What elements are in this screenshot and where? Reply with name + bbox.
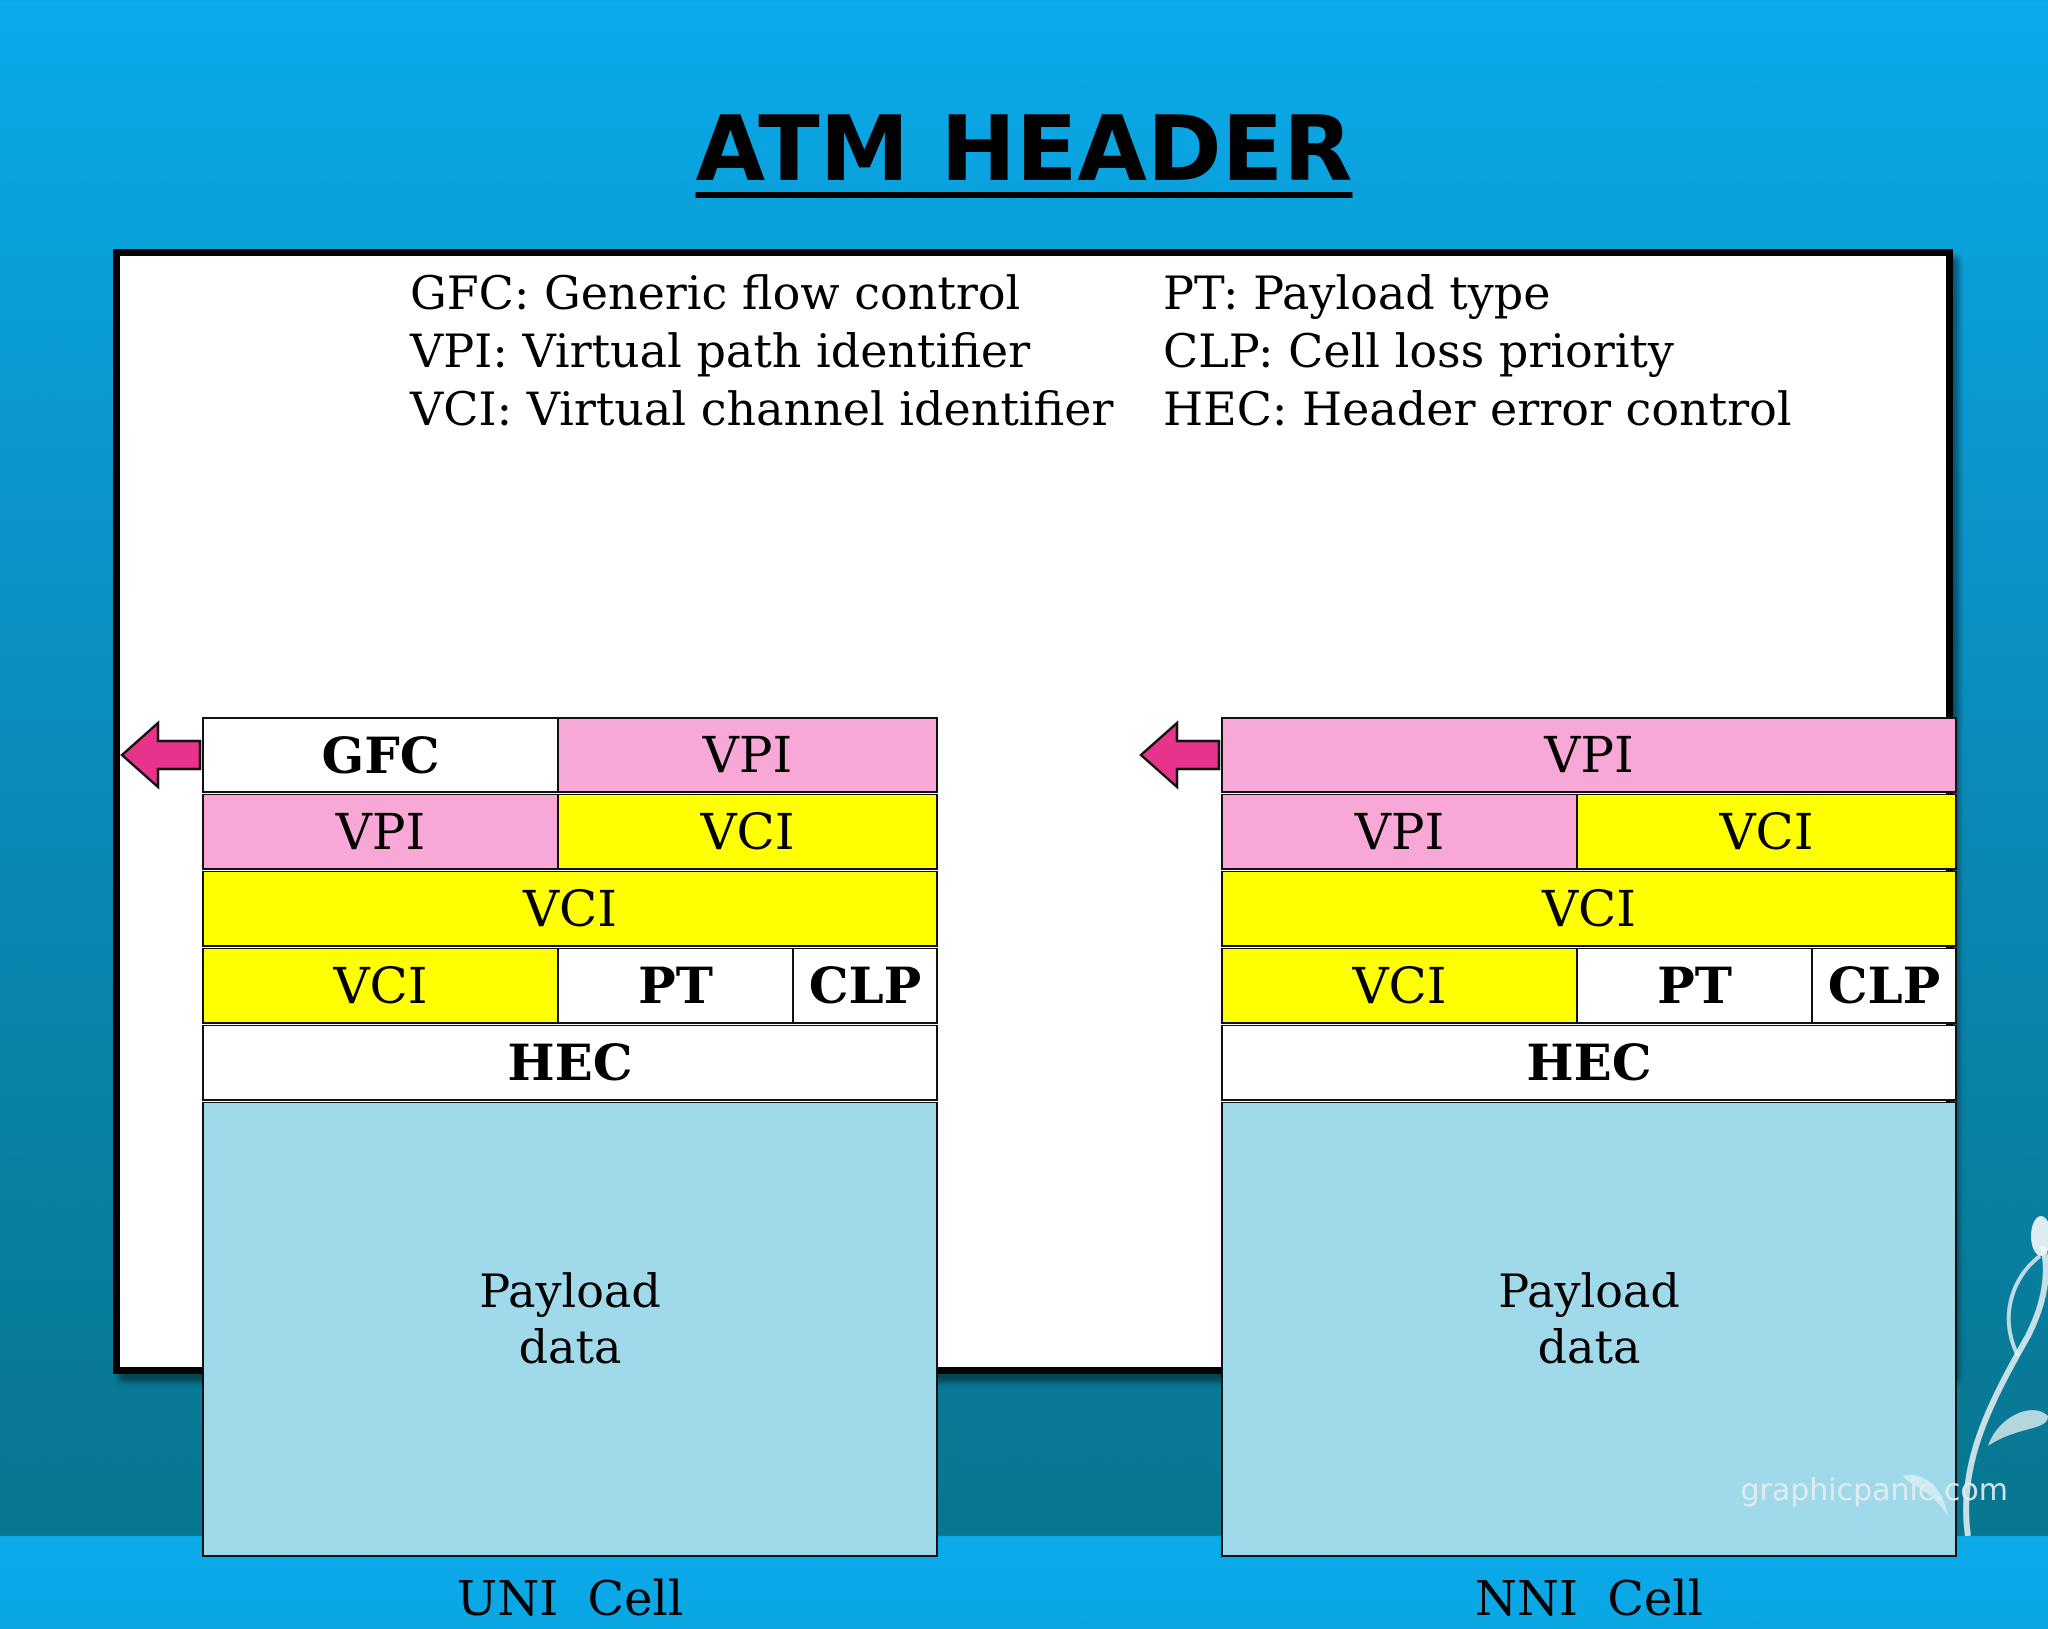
- uni-vci-field: VCI: [558, 794, 938, 870]
- legend-vci: VCI: Virtual channel identifier: [410, 382, 1114, 436]
- uni-row-2: VPI VCI: [202, 794, 938, 870]
- nni-row-2: VPI VCI: [1221, 794, 1957, 870]
- nni-row-3: VCI: [1221, 871, 1957, 947]
- plant-decoration-icon: [1903, 1216, 2048, 1536]
- uni-gfc-field: GFC: [202, 717, 559, 793]
- legend-gfc: GFC: Generic flow control: [410, 266, 1021, 320]
- legend-pt: PT: Payload type: [1163, 266, 1551, 320]
- uni-payload-line-2: data: [518, 1320, 622, 1374]
- legend-clp: CLP: Cell loss priority: [1163, 324, 1674, 378]
- uni-row-5: HEC: [202, 1025, 938, 1101]
- nni-payload-line-2: data: [1537, 1320, 1641, 1374]
- nni-payload-line-1: Payload: [1498, 1264, 1680, 1318]
- nni-row-4: VCI PT CLP: [1221, 948, 1957, 1024]
- uni-payload: Payload data: [202, 1102, 938, 1557]
- watermark: graphicpanic.com: [1740, 1473, 2008, 1508]
- left-arrow-icon: [120, 720, 202, 790]
- legend-left: GFC: Generic flow control VPI: Virtual p…: [410, 264, 1113, 438]
- diagram-panel: GFC: Generic flow control VPI: Virtual p…: [113, 249, 1957, 1627]
- nni-vpi-field: VPI: [1221, 717, 1957, 793]
- uni-vci-field-2: VCI: [202, 871, 938, 947]
- legend-vpi: VPI: Virtual path identifier: [410, 324, 1031, 378]
- nni-row-1: VPI: [1221, 717, 1957, 793]
- uni-row-3: VCI: [202, 871, 938, 947]
- nni-vci-field-3: VCI: [1221, 948, 1578, 1024]
- slide-title: ATM HEADER: [695, 97, 1353, 202]
- nni-caption: NNI Cell: [1474, 1571, 1704, 1627]
- nni-pt-field: PT: [1577, 948, 1813, 1024]
- uni-vpi-field-2: VPI: [202, 794, 559, 870]
- left-arrow-icon: [1139, 720, 1221, 790]
- nni-payload: Payload data: [1221, 1102, 1957, 1557]
- nni-vci-field: VCI: [1577, 794, 1957, 870]
- nni-hec-field: HEC: [1221, 1025, 1957, 1101]
- legend-hec: HEC: Header error control: [1163, 382, 1792, 436]
- nni-row-5: HEC: [1221, 1025, 1957, 1101]
- uni-payload-line-1: Payload: [479, 1264, 661, 1318]
- uni-vpi-field: VPI: [558, 717, 938, 793]
- nni-vci-field-2: VCI: [1221, 871, 1957, 947]
- uni-vci-field-3: VCI: [202, 948, 559, 1024]
- uni-caption: UNI Cell: [456, 1571, 684, 1627]
- uni-pt-field: PT: [558, 948, 794, 1024]
- uni-row-4: VCI PT CLP: [202, 948, 938, 1024]
- uni-clp-field: CLP: [793, 948, 938, 1024]
- legend-right: PT: Payload type CLP: Cell loss priority…: [1163, 264, 1792, 438]
- uni-row-1: GFC VPI: [202, 717, 938, 793]
- nni-vpi-field-2: VPI: [1221, 794, 1578, 870]
- uni-hec-field: HEC: [202, 1025, 938, 1101]
- nni-clp-field: CLP: [1812, 948, 1957, 1024]
